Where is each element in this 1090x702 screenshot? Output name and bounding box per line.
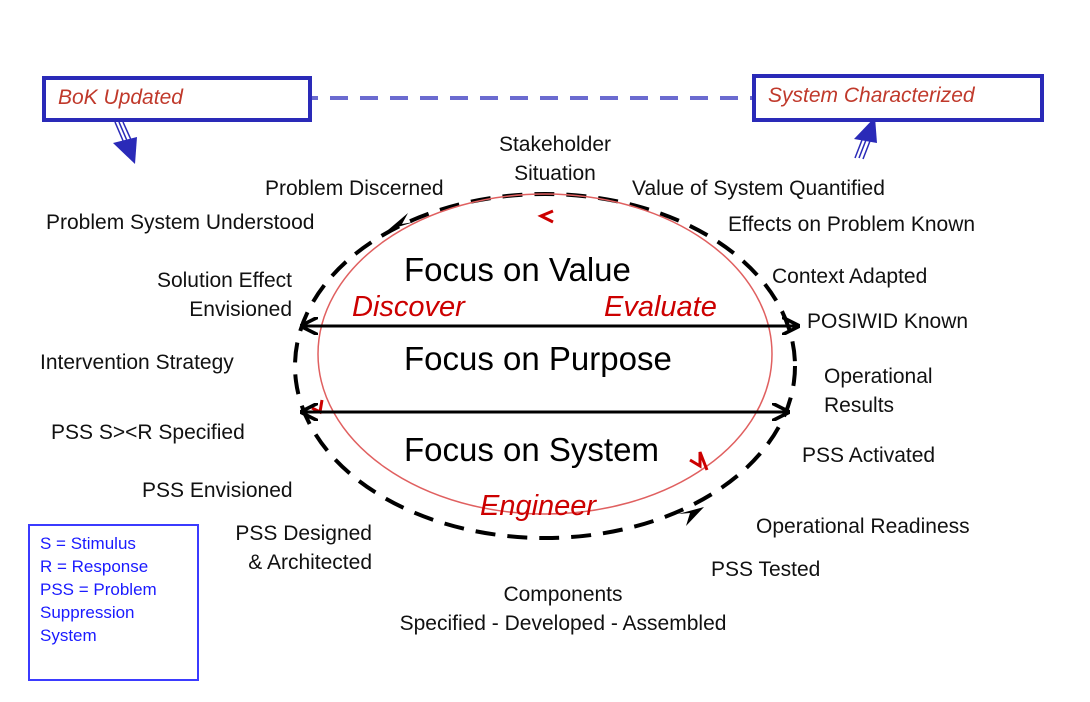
system-characterized-up-arrow-icon	[854, 117, 877, 160]
pss-designed-line: PSS Designed	[235, 522, 372, 545]
intervention-strategy-label: Intervention Strategy	[40, 351, 234, 374]
inner-phase-loop	[317, 193, 773, 515]
operational-line: Operational	[824, 365, 933, 388]
context-adapted-label: Context Adapted	[772, 265, 928, 288]
pss-envisioned-label: PSS Envisioned	[142, 479, 293, 502]
situation-line: Situation	[514, 162, 596, 185]
focus-on-value-label: Focus on Value	[404, 251, 631, 288]
legend-item: S = Stimulus	[40, 534, 136, 553]
bok-updated-label: BoK Updated	[58, 86, 183, 109]
stakeholder-situation-label: Stakeholder Situation	[470, 130, 640, 188]
results-line: Results	[824, 394, 895, 417]
outer-loop-arrowhead-top-icon	[388, 213, 414, 230]
system-characterized-label: System Characterized	[768, 84, 975, 107]
operational-results-label: Operational Results	[824, 362, 933, 420]
effects-on-problem-known-label: Effects on Problem Known	[728, 213, 976, 236]
pss-activated-label: PSS Activated	[802, 444, 936, 467]
stakeholder-line: Stakeholder	[498, 133, 612, 156]
pss-designed-architected-label: PSS Designed & Architected	[200, 519, 372, 577]
inner-loop-arrowhead-right-icon	[689, 451, 709, 471]
operational-readiness-label: Operational Readiness	[756, 515, 970, 538]
focus-on-purpose-label: Focus on Purpose	[404, 340, 672, 377]
pss-tested-label: PSS Tested	[711, 558, 821, 581]
problem-discerned-label: Problem Discerned	[265, 177, 444, 200]
focus-on-system-label: Focus on System	[404, 431, 659, 468]
bok-down-arrow-icon	[113, 121, 137, 164]
bok-updated-box: BoK Updated	[42, 76, 312, 122]
solution-effect-line: Solution Effect	[156, 269, 292, 292]
problem-system-understood-label: Problem System Understood	[46, 211, 315, 234]
outer-loop-arrowhead-bottom-icon	[678, 507, 704, 526]
solution-effect-envisioned-label: Solution Effect Envisioned	[100, 266, 292, 324]
architected-line: & Architected	[248, 551, 372, 574]
components-label: Components Specified - Developed - Assem…	[350, 580, 776, 638]
inner-loop-arrowhead-top-icon	[537, 209, 554, 224]
evaluate-phase-label: Evaluate	[604, 291, 717, 323]
components-line: Components	[503, 583, 623, 606]
legend-box: S = Stimulus R = Response PSS = Problem …	[28, 524, 199, 681]
engineer-phase-label: Engineer	[480, 490, 597, 522]
inner-loop-arrowhead-left-icon	[311, 399, 324, 415]
specified-developed-assembled-line: Specified - Developed - Assembled	[399, 612, 727, 635]
legend-item: R = Response	[40, 557, 149, 576]
legend-item: System	[40, 626, 97, 645]
envisioned-line: Envisioned	[189, 298, 292, 321]
value-of-system-quantified-label: Value of System Quantified	[632, 177, 885, 200]
legend-item: Suppression	[40, 603, 135, 622]
posiwid-known-label: POSIWID Known	[807, 310, 969, 333]
legend-item: PSS = Problem	[40, 580, 157, 599]
discover-phase-label: Discover	[352, 291, 465, 323]
system-characterized-box: System Characterized	[752, 74, 1044, 122]
pss-sr-specified-label: PSS S><R Specified	[51, 421, 245, 444]
